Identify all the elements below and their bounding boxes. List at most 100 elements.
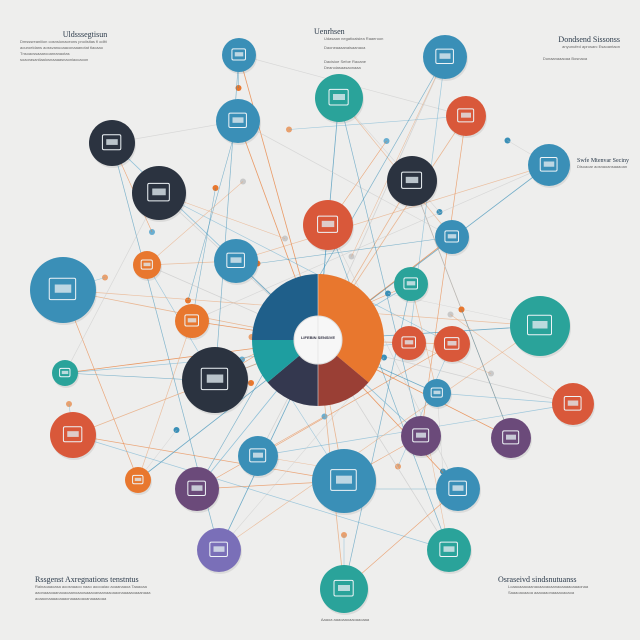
top-right-text-block: Dondsend Sissonss anyunufed aprosarc Esa… (510, 35, 620, 62)
network-node[interactable] (312, 449, 377, 515)
device-icon (48, 277, 77, 301)
network-node[interactable] (216, 99, 261, 145)
center-label: LIFEBIN SENSIVE (300, 335, 335, 340)
network-node[interactable] (133, 251, 162, 281)
line: soaorasaniiaaiosnaaaasnaoniaocaoon (20, 57, 89, 62)
connection-line (461, 309, 512, 439)
network-node[interactable] (175, 467, 220, 513)
line: Dmsssreaniiion cosnsionaceons pnoiisitas… (20, 39, 107, 44)
device-icon (317, 215, 339, 233)
network-node[interactable] (214, 239, 259, 285)
line: Dacisioe Sefoe Raoane (324, 59, 367, 64)
device-icon (439, 541, 458, 557)
heading: Uenrhsen (314, 27, 345, 36)
network-node[interactable] (387, 156, 438, 208)
network-node[interactable] (132, 166, 187, 222)
right-mid-text-block: Swfe Mtenvar Seciny Disoaoar aosnaoansaa… (577, 158, 637, 170)
device-icon (59, 367, 71, 378)
device-icon (184, 314, 200, 327)
device-icon (563, 396, 582, 411)
network-node[interactable] (552, 383, 595, 427)
network-node[interactable] (394, 267, 429, 303)
network-node[interactable] (50, 412, 97, 460)
device-icon (228, 112, 247, 128)
network-node[interactable] (401, 416, 442, 458)
bottom-right-text-block: Osraseivd sindsnutuanss Loaaoaaaoaanaoaa… (498, 575, 608, 596)
device-icon (435, 48, 454, 64)
heading: Rssgenst Axregnations tenstntus (35, 575, 139, 584)
network-node[interactable] (303, 200, 354, 252)
network-node[interactable] (182, 347, 249, 415)
line: aaonaaaoaanaoaoaanoaaosaaaoanaanaaoaaona… (35, 590, 151, 595)
central-pie-chart (252, 274, 385, 406)
connection-line (64, 192, 160, 374)
connection-line (436, 392, 574, 405)
network-node[interactable] (197, 528, 242, 574)
device-icon (330, 469, 357, 491)
device-icon (62, 426, 83, 443)
device-icon (231, 48, 247, 61)
network-node[interactable] (125, 467, 152, 495)
device-icon (328, 88, 349, 106)
heading: Dondsend Sissonss (558, 35, 620, 44)
bottom-center-caption: Aaaoa aaaoaaoaaoaaoaaa (320, 617, 370, 622)
device-icon (132, 474, 144, 485)
device-icon (401, 336, 417, 349)
device-icon (412, 428, 430, 443)
network-node[interactable] (320, 565, 369, 615)
line: Saaaoaoaaoa aaaoaaonaaaaoaoaoa (508, 590, 575, 595)
device-icon (444, 230, 460, 243)
connection-line (351, 56, 446, 257)
network-node[interactable] (392, 326, 427, 362)
device-icon (200, 367, 229, 391)
line: Loaaoaaaoaanaoaaoaoaanaoaaaaoaaaonaa (508, 584, 589, 589)
connection-line (191, 187, 216, 322)
line: Tnsoacssaaarooanranaotas (20, 51, 70, 56)
device-icon (448, 480, 467, 496)
connection-line (62, 289, 139, 481)
device-icon (401, 171, 423, 189)
network-node[interactable] (435, 220, 470, 256)
device-icon (457, 108, 475, 123)
network-node[interactable] (446, 96, 487, 138)
bottom-left-text-block: Rssgenst Axregnations tenstntus Rainaoaa… (35, 575, 155, 602)
connection-line (187, 120, 239, 301)
network-node[interactable] (238, 436, 279, 478)
connection-line (450, 314, 574, 405)
heading: Swfe Mtenvar Seciny (577, 158, 629, 164)
network-node[interactable] (528, 144, 571, 188)
connection-line (235, 164, 550, 262)
connection-line (72, 434, 450, 551)
network-node[interactable] (89, 120, 136, 168)
device-icon (226, 252, 245, 268)
connection-line (196, 56, 446, 490)
network-node[interactable] (315, 74, 364, 124)
pie-slice (318, 274, 385, 383)
device-icon (403, 277, 419, 290)
network-node[interactable] (52, 360, 79, 388)
connection-line (137, 320, 193, 481)
connection-line (338, 97, 422, 437)
connection-line (343, 488, 459, 590)
network-node[interactable] (491, 418, 532, 460)
connection-line (146, 181, 244, 266)
line: Disoaoar aosnaoansaaaoan (577, 164, 628, 169)
device-icon (249, 448, 267, 463)
network-node[interactable] (222, 38, 257, 74)
network-node[interactable] (30, 257, 97, 325)
network-node[interactable] (423, 379, 452, 409)
device-icon (527, 314, 552, 336)
network-node[interactable] (423, 35, 468, 81)
network-node[interactable] (427, 528, 472, 574)
connection-line (288, 115, 467, 130)
nodes (30, 35, 595, 615)
device-icon (333, 579, 354, 597)
connection-line (72, 434, 345, 482)
network-node[interactable] (434, 326, 471, 364)
network-node[interactable] (175, 304, 210, 340)
network-node[interactable] (436, 467, 481, 513)
line: Daoneaaaanaisaanaoa (324, 45, 366, 50)
network-node[interactable] (510, 296, 571, 358)
top-left-text-block: Uldsssegtisun Dmsssreaniiion cosnsionace… (20, 30, 150, 63)
